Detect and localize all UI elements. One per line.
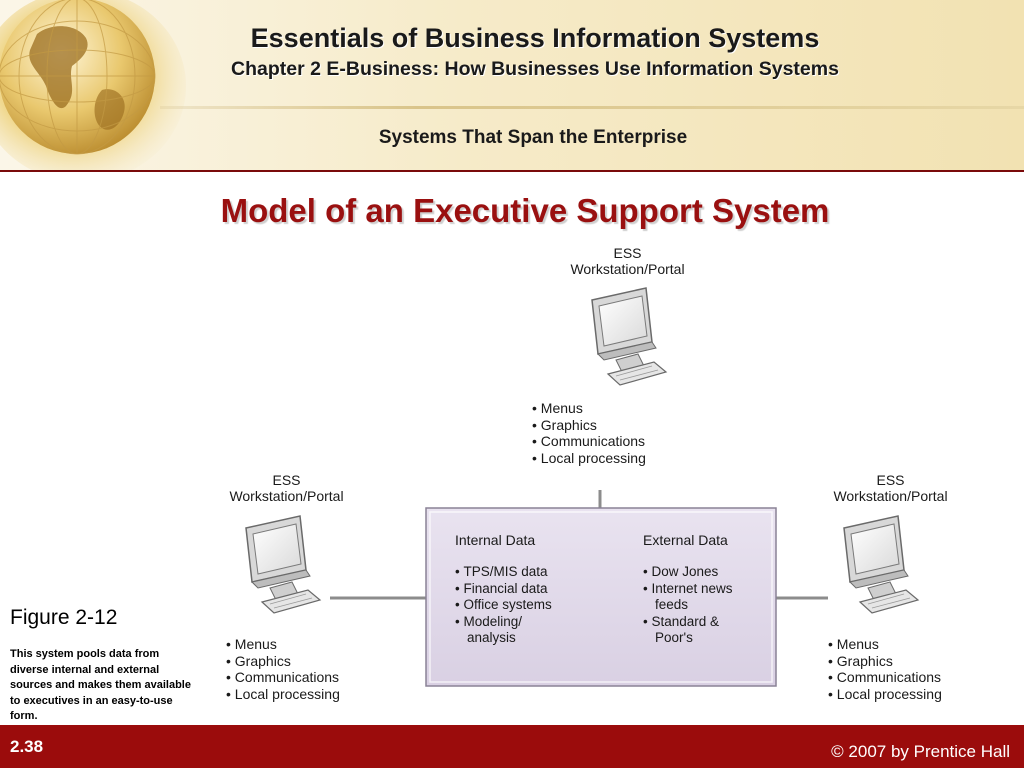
- workstation-label: Workstation/Portal: [570, 261, 685, 277]
- list-item: Modeling/ analysis: [455, 614, 559, 647]
- list-item: Local processing: [226, 686, 340, 703]
- list-item: Local processing: [828, 686, 942, 703]
- slide-header: Essentials of Business Information Syste…: [0, 0, 1024, 172]
- slide-number: 2.38: [10, 737, 44, 756]
- computer-monitor-icon: [591, 287, 667, 386]
- ess-diagram: ESS Workstation/Portal Menus Graphics Co…: [100, 238, 980, 708]
- list-item: Graphics: [828, 653, 942, 670]
- list-item: Financial data: [455, 581, 585, 598]
- list-item: Dow Jones: [643, 564, 753, 581]
- header-divider: [160, 106, 1024, 109]
- list-item: Internet news feeds: [643, 581, 753, 614]
- list-item: Menus: [532, 400, 646, 417]
- feature-list-left: Menus Graphics Communications Local proc…: [226, 636, 340, 702]
- slide-title: Model of an Executive Support System: [220, 192, 830, 229]
- ess-label: ESS: [613, 245, 642, 261]
- list-item: TPS/MIS data: [455, 564, 585, 581]
- feature-list-right: Menus Graphics Communications Local proc…: [828, 636, 942, 702]
- figure-caption: This system pools data from diverse inte…: [10, 648, 191, 723]
- ess-label: ESS: [876, 472, 905, 488]
- list-item: Office systems: [455, 597, 585, 614]
- internal-data-heading: Internal Data: [455, 532, 536, 548]
- list-item: Standard & Poor's: [643, 614, 751, 647]
- ess-label: ESS: [272, 472, 301, 488]
- computer-monitor-icon: [843, 515, 919, 614]
- list-item: Graphics: [532, 417, 646, 434]
- external-data-list: Dow Jones Internet news feeds Standard &…: [643, 564, 753, 647]
- internal-data-list: TPS/MIS data Financial data Office syste…: [455, 564, 585, 647]
- chapter-subtitle: Chapter 2 E-Business: How Businesses Use…: [231, 58, 839, 80]
- list-item: Menus: [226, 636, 340, 653]
- workstation-label: Workstation/Portal: [229, 488, 344, 504]
- list-item: Communications: [532, 433, 646, 450]
- ess-label-right: ESS Workstation/Portal: [808, 472, 973, 504]
- external-data-heading: External Data: [643, 532, 728, 548]
- feature-list-top: Menus Graphics Communications Local proc…: [532, 400, 646, 466]
- list-item: Communications: [828, 669, 942, 686]
- ess-label-top: ESS Workstation/Portal: [545, 245, 710, 277]
- workstation-label: Workstation/Portal: [833, 488, 948, 504]
- list-item: Graphics: [226, 653, 340, 670]
- slide-footer: 2.38 © 2007 by Prentice Hall: [0, 725, 1024, 768]
- globe-icon: [0, 0, 186, 170]
- list-item: Local processing: [532, 450, 646, 467]
- ess-label-left: ESS Workstation/Portal: [204, 472, 369, 504]
- computer-monitor-icon: [245, 515, 321, 614]
- list-item: Menus: [828, 636, 942, 653]
- figure-label: Figure 2-12: [10, 606, 118, 629]
- section-title: Systems That Span the Enterprise: [378, 127, 688, 148]
- course-title: Essentials of Business Information Syste…: [250, 23, 820, 53]
- list-item: Communications: [226, 669, 340, 686]
- copyright-notice: © 2007 by Prentice Hall: [831, 742, 1010, 761]
